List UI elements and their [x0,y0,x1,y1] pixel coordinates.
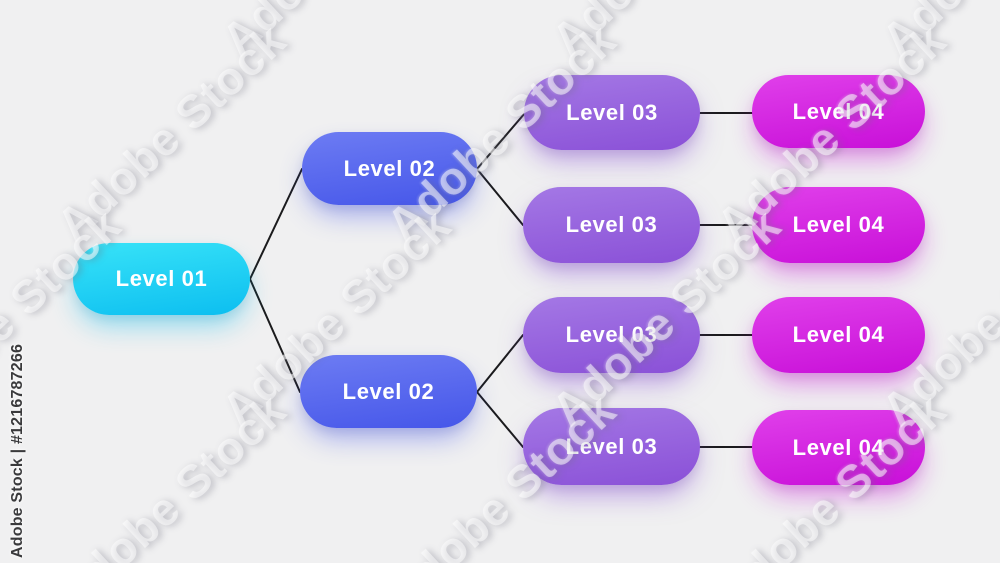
node-label: Level 03 [565,433,658,459]
node-level-04-a: Level 04 [752,75,925,148]
node-level-02-b: Level 02 [300,355,477,428]
node-level-03-a: Level 03 [524,75,700,150]
node-level-04-b: Level 04 [752,187,925,263]
edge-level-02-a-to-level-03-a [476,112,526,170]
edge-level-02-b-to-level-03-d [476,391,524,448]
node-label: Level 03 [565,322,658,347]
edge-level-01-to-level-02-a [249,168,303,280]
edge-level-02-a-to-level-03-b [476,168,524,226]
node-level-04-c: Level 04 [752,297,925,373]
node-label: Level 02 [343,155,436,181]
node-level-03-c: Level 03 [523,297,700,373]
node-label: Level 03 [565,212,658,237]
node-label: Level 03 [566,99,658,125]
node-level-03-d: Level 03 [523,408,700,485]
node-level-02-a: Level 02 [302,132,477,205]
node-label: Level 04 [792,434,885,460]
node-label: Level 01 [115,266,208,291]
node-label: Level 02 [342,378,435,404]
node-label: Level 04 [792,98,885,124]
node-level-03-b: Level 03 [523,187,700,263]
node-level-04-d: Level 04 [752,410,925,485]
edge-level-02-b-to-level-03-c [476,334,524,393]
node-label: Level 04 [792,322,885,347]
node-label: Level 04 [792,212,885,237]
node-level-01: Level 01 [73,243,250,315]
edge-level-01-to-level-02-b [249,278,301,393]
